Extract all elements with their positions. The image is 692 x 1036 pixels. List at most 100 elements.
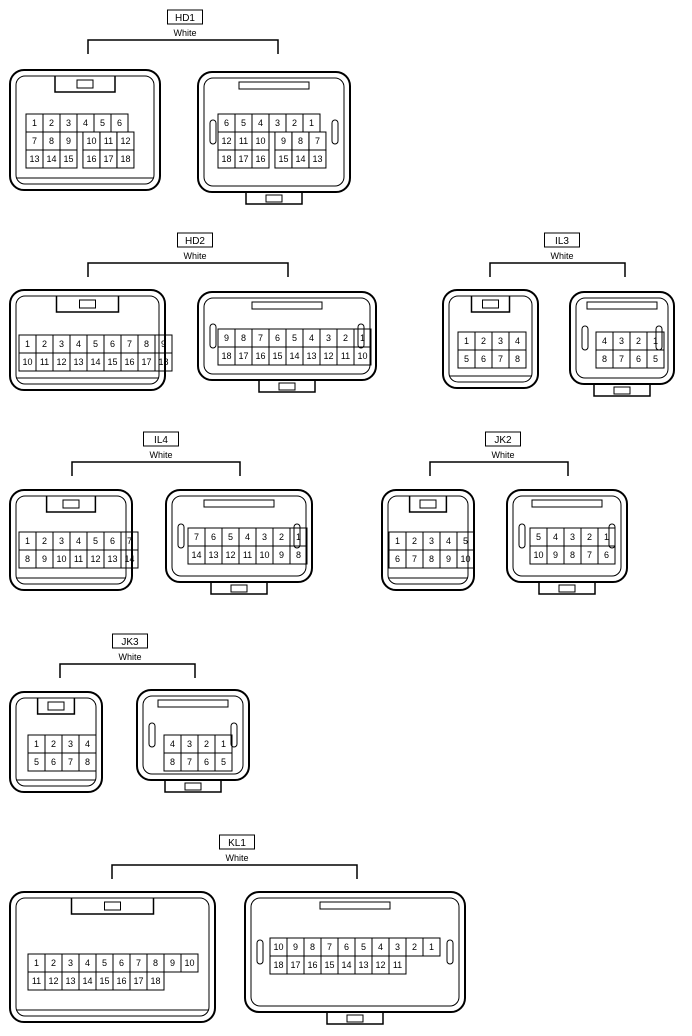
latch-foot (210, 582, 268, 595)
pin-number: 7 (187, 757, 192, 767)
female-inner-wall (15, 295, 160, 385)
pin-number: 16 (255, 154, 265, 164)
pin-number: 7 (315, 136, 320, 146)
pin-number: 4 (85, 739, 90, 749)
pin-number: 17 (141, 357, 151, 367)
pin-number: 5 (93, 339, 98, 349)
pin-number: 8 (153, 958, 158, 968)
side-key (148, 722, 156, 748)
pin-number: 6 (344, 942, 349, 952)
pin-number: 13 (73, 357, 83, 367)
connector-color-label: White (550, 251, 573, 261)
female-housing (9, 691, 103, 793)
male-inner-wall (575, 297, 669, 379)
pin-number: 8 (49, 136, 54, 146)
pin-number: 16 (86, 154, 96, 164)
pin-number: 2 (42, 339, 47, 349)
side-key (446, 939, 454, 965)
pin-number: 5 (463, 536, 468, 546)
pin-number: 10 (460, 554, 470, 564)
side-key (256, 939, 264, 965)
pin-number: 5 (653, 354, 658, 364)
pin-number: 15 (107, 357, 117, 367)
pin-number: 14 (46, 154, 56, 164)
pin-number: 2 (587, 532, 592, 542)
pin-number: 4 (85, 958, 90, 968)
pin-number: 8 (296, 550, 301, 560)
latch-key (278, 382, 296, 391)
pin-number: 18 (221, 154, 231, 164)
pairing-bracket (87, 262, 289, 277)
pin-number: 13 (208, 550, 218, 560)
pin-number: 12 (323, 351, 333, 361)
pin-number: 11 (239, 136, 248, 146)
pin-number: 4 (76, 339, 81, 349)
pin-number: 6 (395, 554, 400, 564)
pin-number: 3 (498, 336, 503, 346)
pin-number: 14 (82, 976, 92, 986)
connector-tag-box (544, 232, 580, 248)
pin-number: 7 (412, 554, 417, 564)
pin-number: 8 (170, 757, 175, 767)
pin-number: 7 (32, 136, 37, 146)
pin-number: 3 (187, 739, 192, 749)
lock-key (62, 499, 80, 509)
pin-cell (508, 349, 527, 369)
pin-cell (78, 752, 97, 772)
pin-number: 14 (90, 357, 100, 367)
pin-number: 6 (211, 532, 216, 542)
male-inner-wall (512, 495, 622, 577)
pin-number: 6 (204, 757, 209, 767)
pin-number: 2 (412, 942, 417, 952)
connector-name: JK2 (494, 435, 512, 446)
lock-key (482, 299, 499, 309)
pin-cell (597, 545, 616, 565)
pin-number: 9 (66, 136, 71, 146)
top-slot (531, 499, 603, 508)
male-housing (197, 291, 377, 381)
pin-number: 8 (298, 136, 303, 146)
pin-number: 2 (49, 118, 54, 128)
male-inner-wall (142, 695, 244, 775)
pin-number: 1 (653, 336, 658, 346)
top-slot (319, 901, 391, 910)
pin-number: 18 (120, 154, 130, 164)
pin-number: 6 (604, 550, 609, 560)
pin-number: 3 (68, 739, 73, 749)
pin-number: 15 (324, 960, 334, 970)
pin-number: 14 (341, 960, 351, 970)
lock-tab (54, 76, 116, 93)
pin-number: 3 (395, 942, 400, 952)
pin-number: 5 (93, 536, 98, 546)
pin-number: 4 (170, 739, 175, 749)
male-inner-wall (171, 495, 307, 577)
pin-number: 3 (570, 532, 575, 542)
pin-cell (146, 971, 165, 991)
pin-cell (456, 549, 475, 569)
pin-number: 9 (170, 958, 175, 968)
pin-number: 1 (296, 532, 301, 542)
connector-color-label: White (225, 853, 248, 863)
pin-number: 1 (25, 339, 30, 349)
pin-number: 4 (258, 118, 263, 128)
pin-number: 1 (360, 333, 365, 343)
pin-cell (353, 346, 372, 366)
pin-number: 7 (127, 536, 132, 546)
pin-number: 8 (310, 942, 315, 952)
pin-number: 1 (429, 942, 434, 952)
male-inner-wall (203, 297, 371, 375)
pin-number: 3 (59, 536, 64, 546)
pin-number: 6 (119, 958, 124, 968)
pin-number: 13 (312, 154, 322, 164)
pin-number: 17 (238, 351, 248, 361)
pin-number: 9 (224, 333, 229, 343)
pin-number: 13 (306, 351, 316, 361)
female-inner-wall (387, 495, 469, 585)
latch-key (230, 584, 248, 593)
pin-number: 9 (293, 942, 298, 952)
